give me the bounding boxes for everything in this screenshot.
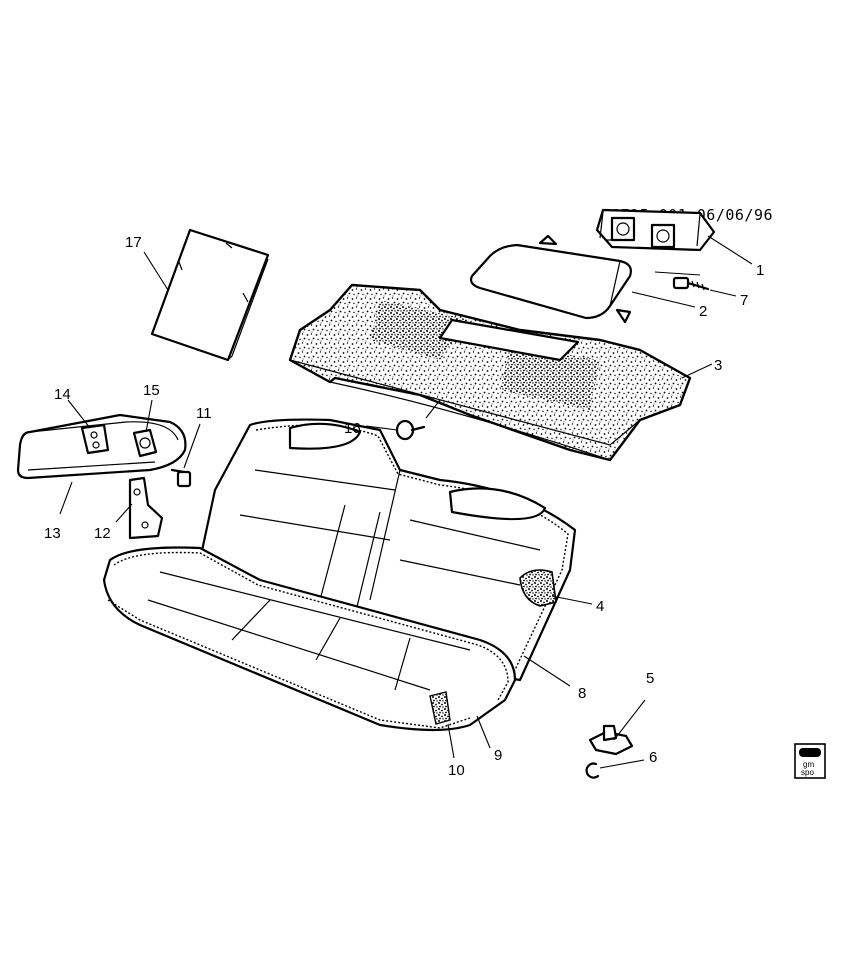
part-12-bracket [128, 476, 164, 540]
callout-2: 2 [699, 303, 707, 320]
part-5-retainer [588, 724, 634, 756]
gm-spo-logo: gm spo [794, 743, 826, 779]
callout-5: 5 [646, 670, 654, 687]
callout-17: 17 [125, 234, 142, 251]
logo-gm: gm [803, 760, 814, 769]
callout-13: 13 [44, 525, 61, 542]
part-7-screw [672, 276, 710, 291]
leader-lines [59, 235, 753, 769]
callout-14: 14 [54, 386, 71, 403]
callout-7: 7 [740, 292, 748, 309]
callout-numbers: 1 2 3 4 5 6 7 8 9 10 11 12 13 14 15 16 1… [44, 234, 764, 779]
callout-6: 6 [649, 749, 657, 766]
part-6-ring-clip [585, 762, 600, 779]
part-11-bolt [170, 468, 192, 488]
part-4-side-bolster [519, 569, 557, 607]
callout-4: 4 [596, 598, 604, 615]
callout-9: 9 [494, 747, 502, 764]
logo-spo: spo [801, 768, 814, 777]
part-16-push-pin [395, 419, 426, 441]
part-1-bracket [595, 208, 716, 252]
part-3-package-shelf [288, 283, 692, 462]
part-2-cover-panel [469, 234, 632, 324]
callout-12: 12 [94, 525, 111, 542]
callout-15: 15 [143, 382, 160, 399]
part-14-hinge [80, 423, 110, 455]
callout-11: 11 [196, 405, 212, 422]
callout-3: 3 [714, 357, 722, 374]
part-17-pad [150, 228, 270, 362]
part-15-clip [132, 428, 158, 458]
callout-16: 16 [344, 420, 361, 437]
part-seat-cushion [102, 546, 517, 732]
callout-10: 10 [448, 762, 465, 779]
callout-8: 8 [578, 685, 586, 702]
callout-1: 1 [756, 262, 764, 279]
